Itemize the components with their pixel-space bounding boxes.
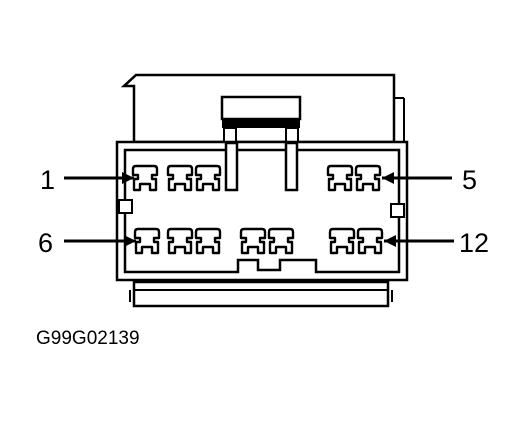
polarizing-notch-right xyxy=(390,203,405,218)
polarizing-notch-left xyxy=(118,199,133,214)
pin-label-12: 12 xyxy=(459,228,489,258)
seal-strip xyxy=(132,280,390,308)
locking-tab xyxy=(220,95,302,121)
locking-tab-bar xyxy=(222,119,300,128)
latch-guide-right xyxy=(284,141,299,192)
pin-label-6: 6 xyxy=(38,228,53,258)
latch-guide-left xyxy=(224,141,239,192)
pin-label-5: 5 xyxy=(462,165,477,195)
pin-label-1: 1 xyxy=(40,165,55,195)
figure-id: G99G02139 xyxy=(36,328,140,349)
